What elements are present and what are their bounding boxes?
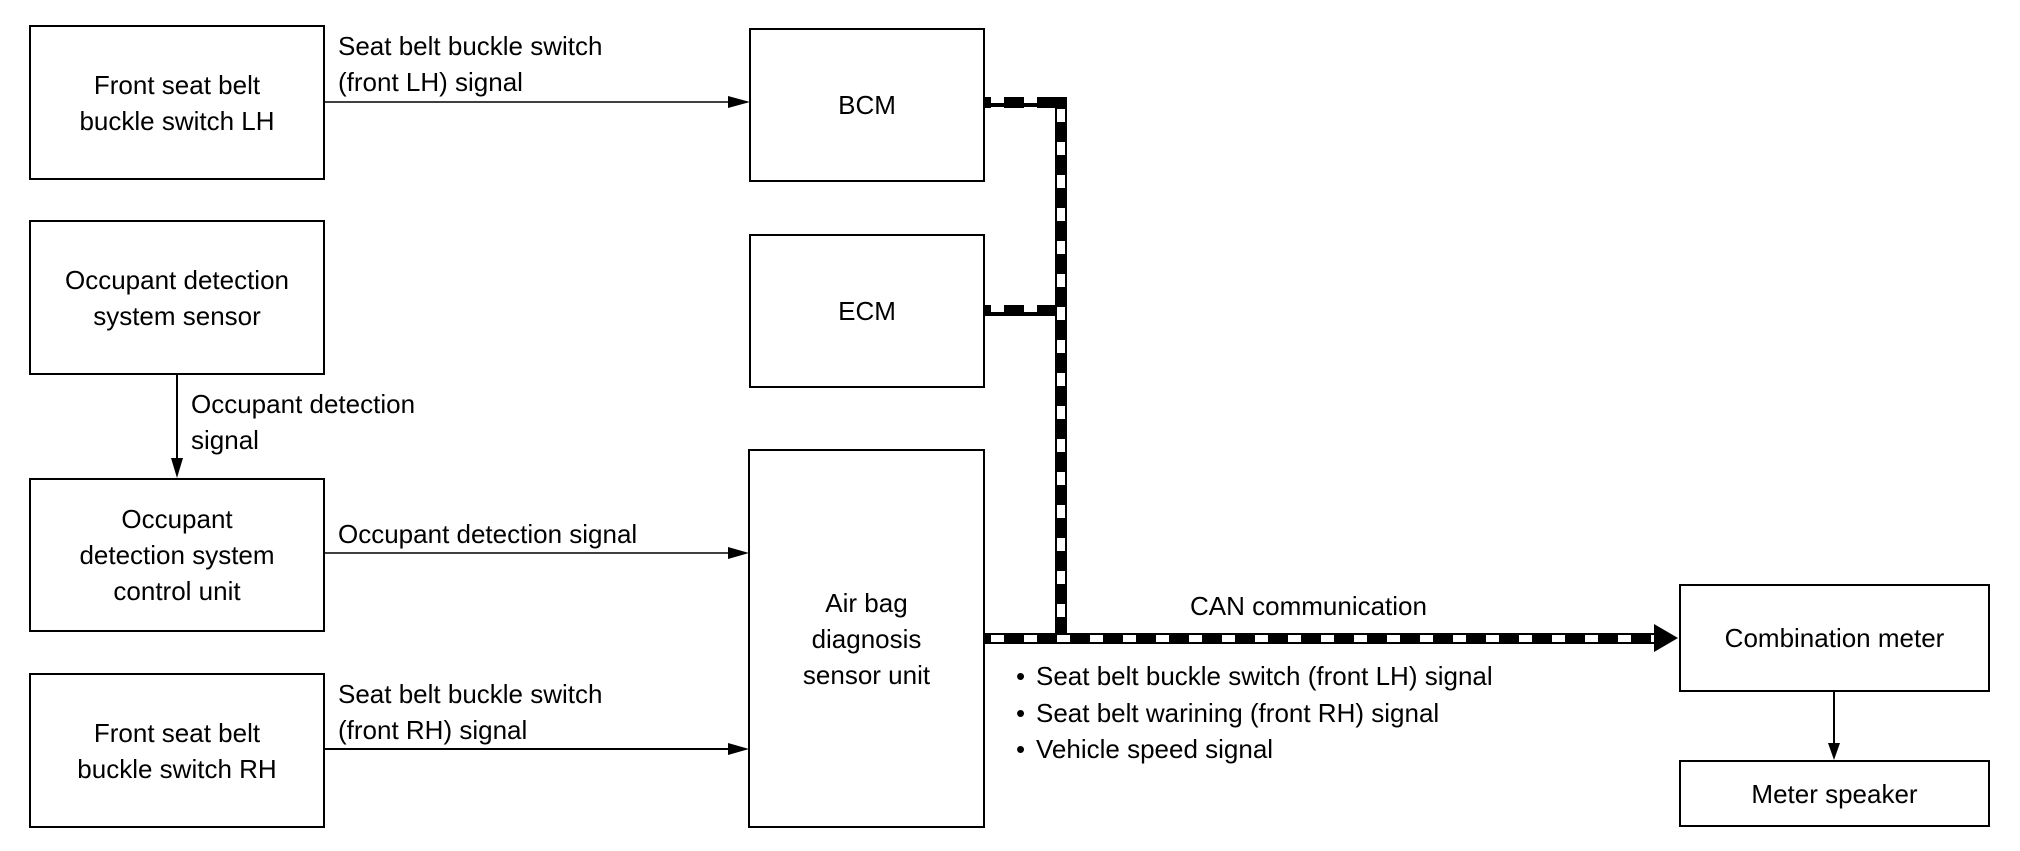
can-bus-ecm-stub bbox=[984, 305, 1056, 316]
node-label: ECM bbox=[838, 296, 896, 326]
ecm-box: ECM bbox=[749, 234, 985, 388]
can-signal-list: Seat belt buckle switch (front LH) signa… bbox=[1016, 658, 1493, 768]
edge-label-can: CAN communication bbox=[1190, 591, 1427, 621]
node-label: Meter speaker bbox=[1751, 778, 1918, 809]
node-label: Occupant detection system control unit bbox=[79, 504, 275, 606]
arrow-sensor-to-control bbox=[171, 374, 183, 478]
can-bus-vertical bbox=[1055, 97, 1067, 638]
edge-label-sensor-to-control: Occupant detection signal bbox=[191, 389, 416, 455]
can-bus-arrowhead bbox=[1654, 624, 1678, 652]
edge-label-rh-to-airbag: Seat belt buckle switch (front RH) signa… bbox=[338, 679, 603, 745]
node-label: BCM bbox=[838, 90, 896, 120]
arrow-control-to-airbag bbox=[324, 547, 749, 559]
can-signal-item: Vehicle speed signal bbox=[1016, 731, 1493, 768]
meter-speaker-box: Meter speaker bbox=[1679, 760, 1990, 827]
can-bus-main bbox=[984, 633, 1656, 644]
can-bus-bcm-stub bbox=[984, 97, 1067, 108]
can-bus bbox=[984, 97, 1678, 652]
front-seat-belt-buckle-switch-lh: Front seat belt buckle switch LH bbox=[29, 25, 325, 180]
arrow-lh-to-bcm bbox=[324, 96, 750, 108]
can-signal-item: Seat belt warining (front RH) signal bbox=[1016, 695, 1493, 732]
edge-label-control-to-airbag: Occupant detection signal bbox=[338, 519, 638, 549]
combination-meter-box: Combination meter bbox=[1679, 584, 1990, 692]
arrow-meter-to-speaker bbox=[1828, 691, 1840, 760]
node-label: Combination meter bbox=[1724, 623, 1945, 653]
occupant-detection-system-control-unit: Occupant detection system control unit bbox=[29, 478, 325, 632]
edge-label-lh-to-bcm: Seat belt buckle switch (front LH) signa… bbox=[338, 31, 603, 97]
air-bag-diagnosis-sensor-unit: Air bag diagnosis sensor unit bbox=[748, 449, 985, 828]
arrow-rh-to-airbag bbox=[324, 743, 749, 755]
node-label: Front seat belt buckle switch RH bbox=[77, 717, 277, 784]
front-seat-belt-buckle-switch-rh: Front seat belt buckle switch RH bbox=[29, 673, 325, 828]
can-signal-item: Seat belt buckle switch (front LH) signa… bbox=[1016, 658, 1493, 695]
node-label: Occupant detection system sensor bbox=[64, 264, 290, 331]
bcm-box: BCM bbox=[749, 28, 985, 182]
occupant-detection-system-sensor: Occupant detection system sensor bbox=[29, 220, 325, 375]
node-label: Front seat belt buckle switch LH bbox=[79, 69, 275, 136]
node-label: Air bag diagnosis sensor unit bbox=[802, 587, 931, 690]
